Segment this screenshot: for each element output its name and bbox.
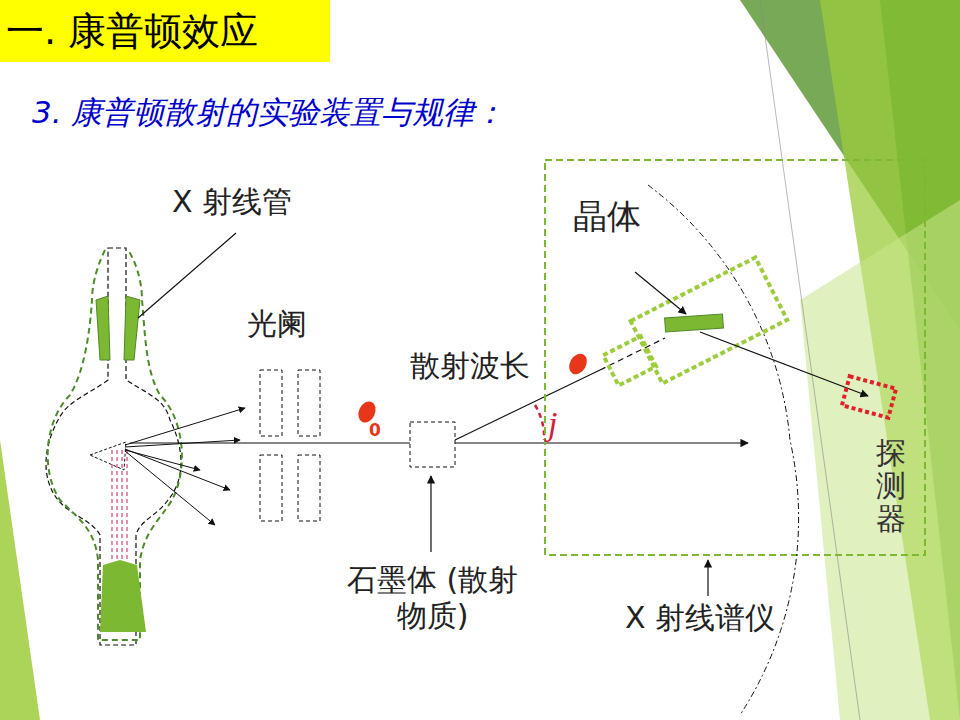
leader-line — [138, 233, 236, 318]
cathode-cone — [96, 296, 140, 360]
subscript: 0 — [369, 420, 381, 440]
angle-arc — [535, 405, 544, 440]
subtitle: 3. 康普顿散射的实验装置与规律： — [32, 94, 505, 131]
target — [90, 442, 126, 470]
graphite-block — [410, 422, 455, 467]
crystal-holder — [595, 257, 787, 401]
part-label: 晶体 — [573, 196, 641, 237]
leader-arrow — [635, 272, 686, 314]
part-label: X 射线谱仪 — [625, 600, 780, 636]
angle-symbol: j — [548, 404, 557, 445]
xray-rays — [125, 408, 245, 525]
leader-arrow — [707, 560, 708, 596]
decor-band — [0, 440, 40, 720]
aperture — [260, 370, 320, 521]
leader-arrow — [430, 476, 431, 552]
title-background — [0, 0, 330, 62]
xray-tube-outline — [46, 248, 181, 645]
anode — [100, 560, 146, 632]
rotation-arc — [648, 185, 799, 715]
spectrometer-box — [545, 160, 925, 555]
part-label: X 射线管 — [172, 184, 292, 220]
part-label: 探测器 — [876, 436, 906, 535]
part-label: 光阑 — [247, 306, 307, 342]
part-label: 石墨体 (散射物质) — [340, 562, 525, 634]
detector — [842, 376, 896, 417]
electron-beam — [112, 450, 127, 560]
part-label: 散射波长 — [410, 348, 530, 384]
wavelength-symbol — [566, 350, 591, 377]
slide-title: 一. 康普顿效应 — [6, 6, 258, 56]
diffracted-beam — [700, 332, 868, 396]
crystal — [665, 314, 724, 332]
